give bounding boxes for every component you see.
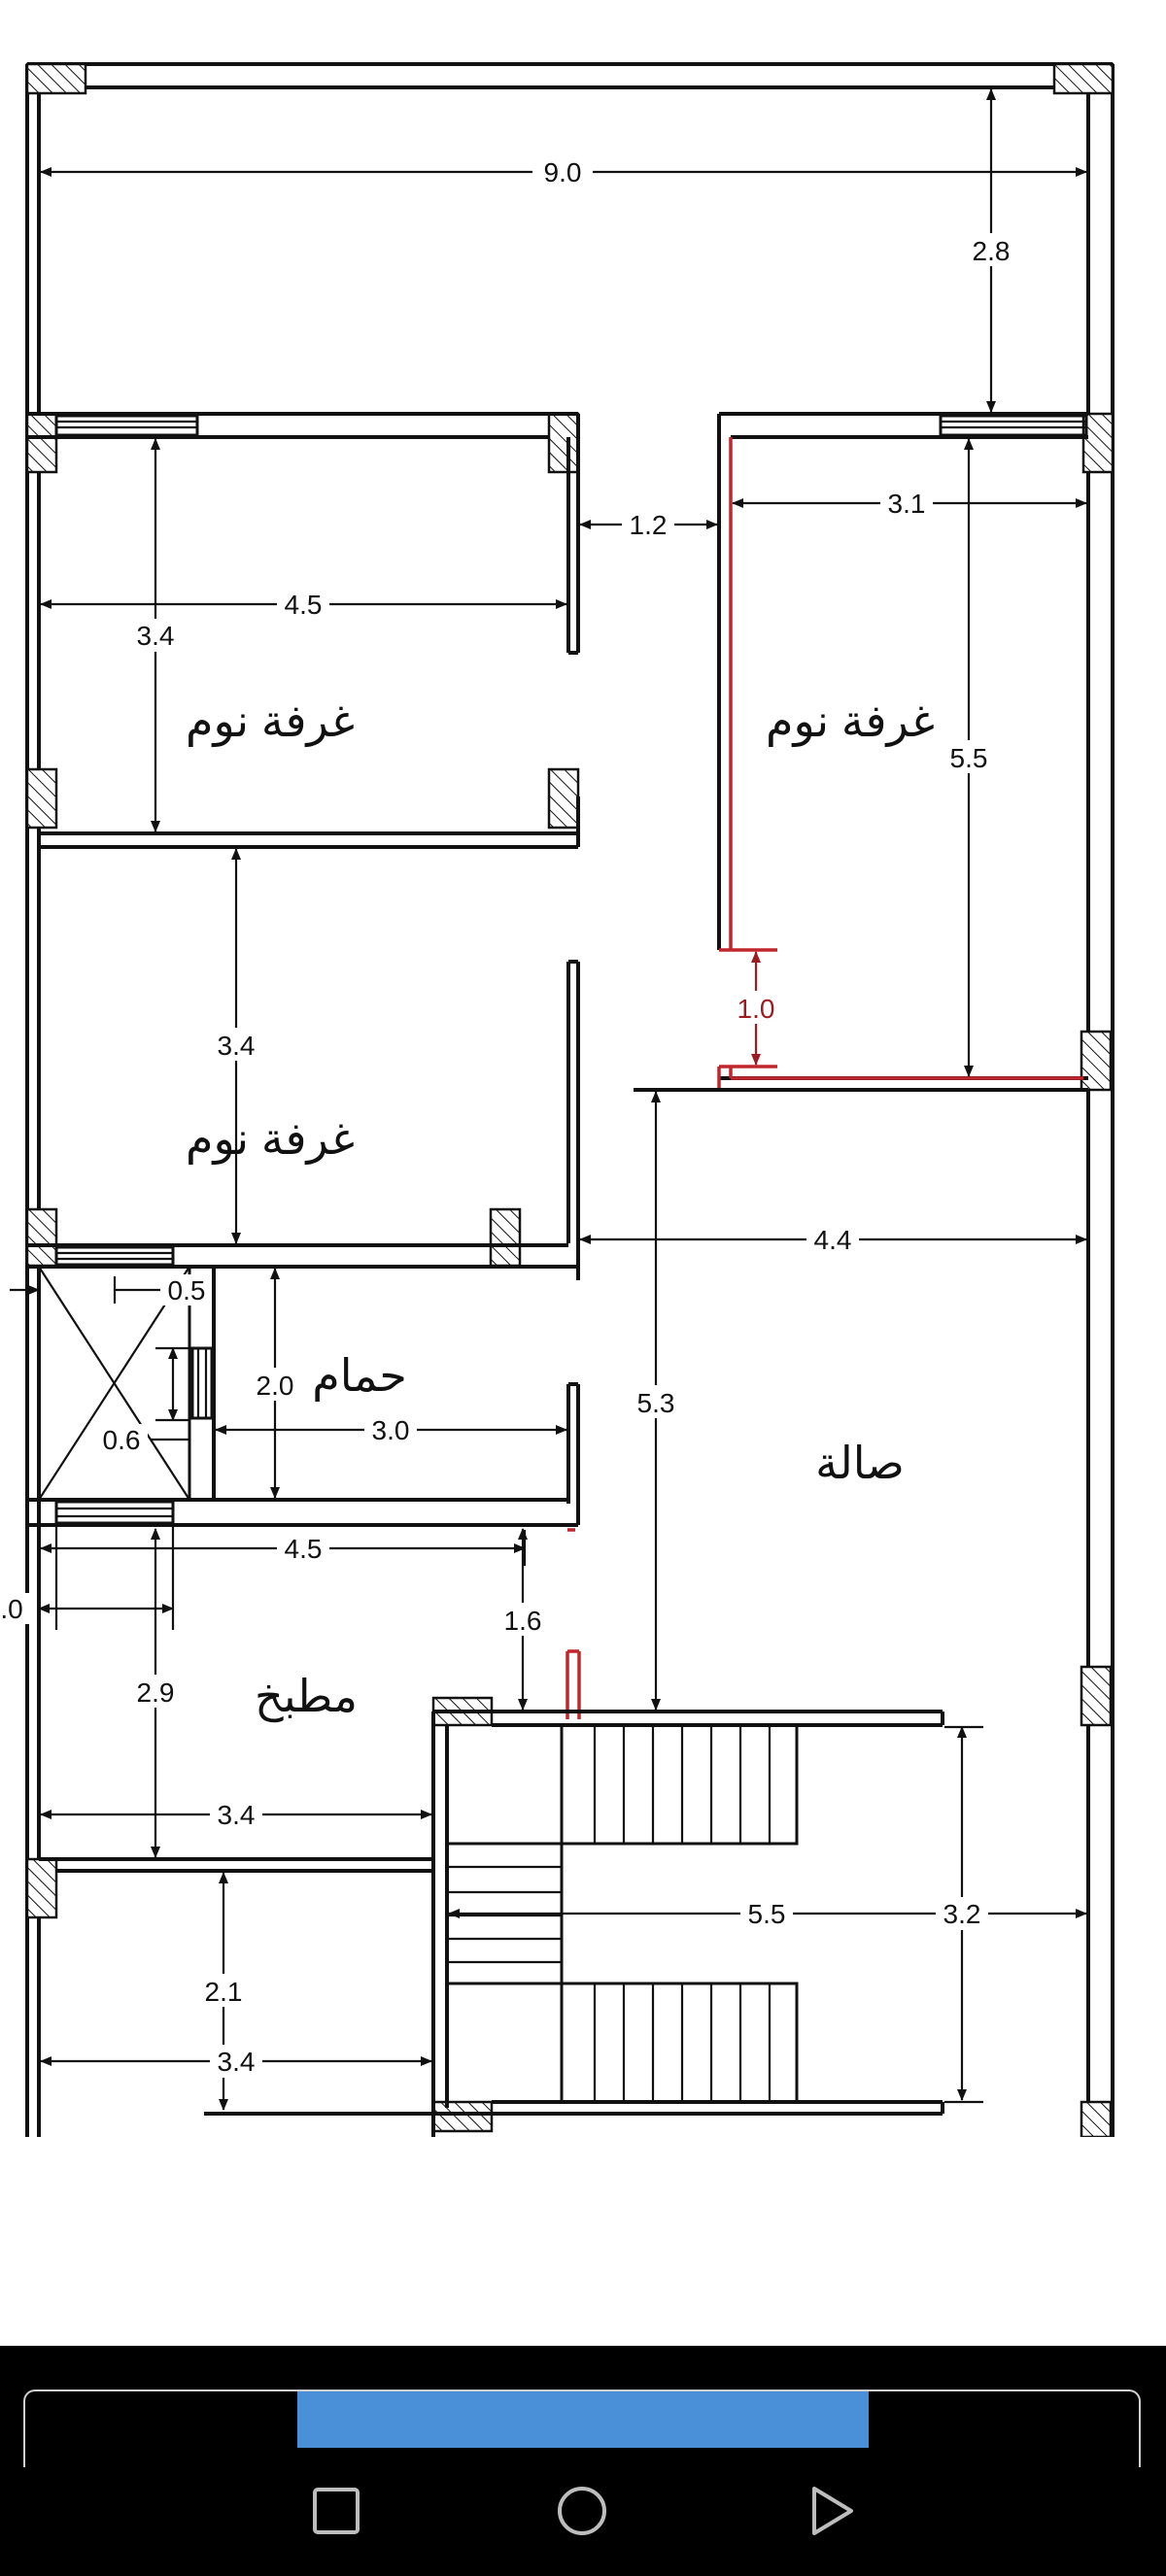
room-bathroom: حمام	[312, 1350, 407, 1402]
home-nav-button[interactable]	[553, 2482, 611, 2540]
dim-living-width: 4.4	[814, 1225, 852, 1255]
back-nav-button[interactable]	[307, 2482, 365, 2540]
room-bedroom-right: غرفة نوم	[766, 695, 935, 748]
dim-hall-height: 5.3	[637, 1388, 675, 1418]
dim-left-room-width: 4.5	[285, 590, 323, 620]
square-icon	[313, 2488, 360, 2534]
dim-kitchen-top-width: 4.5	[285, 1534, 323, 1564]
dim-stair-height: 3.2	[943, 1899, 981, 1929]
dim-kitchen-width: 3.4	[218, 1800, 256, 1830]
dim-stair-width: 5.5	[748, 1899, 786, 1929]
dim-edge: .0	[0, 1594, 22, 1624]
room-kitchen: مطبخ	[255, 1671, 358, 1722]
dim-left-room-height: 3.4	[137, 621, 175, 651]
dim-top-gap: 2.8	[973, 236, 1011, 266]
dim-shaft: 0.5	[168, 1275, 206, 1305]
room-bedroom-left-mid: غرفة نوم	[186, 1113, 355, 1166]
dim-lower-width: 3.4	[218, 2047, 256, 2077]
dim-bath-width: 3.0	[372, 1415, 410, 1445]
kitchen-walls	[39, 1710, 944, 2137]
room-living: صالة	[815, 1438, 905, 1488]
dim-mid-room-height: 3.4	[218, 1031, 256, 1061]
room-labels: غرفة نوم غرفة نوم غرفة نوم حمام صالة مطب…	[186, 695, 935, 1722]
dim-bath-height: 2.0	[257, 1371, 294, 1401]
dim-lower-height: 2.1	[205, 1977, 243, 2007]
red-markup	[566, 437, 1083, 1719]
dim-right-room-width: 3.1	[888, 489, 926, 519]
bedroom-right-walls	[634, 412, 1088, 1092]
dim-corridor: 1.2	[630, 510, 668, 540]
dim-kitchen-height: 2.9	[137, 1678, 175, 1708]
triangle-icon	[812, 2487, 853, 2535]
dim-passage: 1.6	[504, 1606, 542, 1636]
dimension-lines	[0, 88, 1087, 2111]
dim-shaft-small: 0.6	[103, 1425, 141, 1455]
scrollbar-thumb[interactable]	[297, 2391, 869, 2448]
room-bedroom-left-top: غرفة نوم	[186, 695, 355, 748]
dim-door-red: 1.0	[737, 994, 775, 1024]
bedroom-left-top-walls	[27, 412, 580, 849]
floor-plan-drawing: 9.0 2.8 1.2 3.1 4.5 3.4 5.5 3.4 1.0 4.4 …	[0, 62, 1115, 2137]
circle-icon	[558, 2487, 606, 2535]
dimension-labels: 9.0 2.8 1.2 3.1 4.5 3.4 5.5 3.4 1.0 4.4 …	[0, 157, 1010, 2077]
dim-right-room-height: 5.5	[950, 743, 988, 773]
bathroom-walls	[27, 1265, 580, 1527]
recents-nav-button[interactable]	[803, 2482, 861, 2540]
dim-top-width: 9.0	[544, 157, 582, 187]
